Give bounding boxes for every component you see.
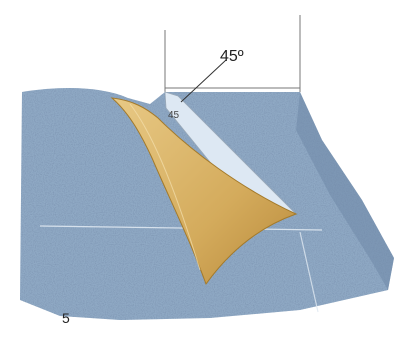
guide-line-diagonal — [299, 231, 319, 313]
angle-indicator: 45º 45 — [168, 48, 244, 121]
angle-label-small: 45 — [168, 110, 180, 121]
stone-chip — [110, 97, 298, 286]
figure-number: 5 — [62, 310, 70, 326]
guide-line-horizontal — [39, 225, 323, 231]
angle-leader-line — [180, 59, 227, 103]
reference-frame — [164, 15, 301, 92]
angle-label: 45º — [220, 48, 244, 65]
stone-chip-highlight — [129, 103, 201, 271]
stone-side-face — [296, 92, 394, 290]
